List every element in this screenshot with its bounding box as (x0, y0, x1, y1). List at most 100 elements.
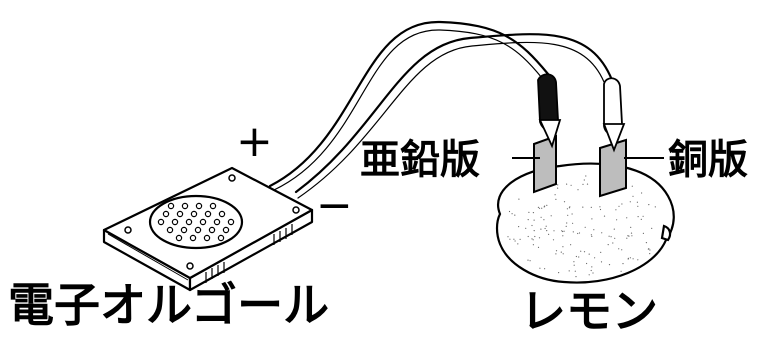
lemon-texture-dot (616, 219, 618, 221)
lemon-texture-dot (565, 225, 567, 227)
lemon-texture-dot (550, 215, 552, 217)
lemon-texture-dot (601, 232, 603, 234)
music-box-label: 電子オルゴール (8, 278, 330, 332)
lemon-texture-dot (649, 253, 651, 255)
lemon-texture-dot (532, 212, 535, 214)
lemon-texture-dot (648, 248, 650, 250)
lemon-texture-dot (572, 222, 574, 224)
lemon-texture-dot (632, 258, 634, 260)
lemon-texture-dot (591, 266, 593, 268)
lemon-texture-dot (563, 230, 565, 232)
lemon-texture-dot (562, 230, 564, 233)
lemon-texture-dot (626, 217, 628, 219)
lemon-texture-dot (584, 226, 586, 228)
lemon-texture-dot (599, 206, 601, 208)
speaker-hole (222, 226, 230, 234)
lemon-texture-dot (537, 206, 540, 208)
speaker-hole (194, 226, 202, 234)
lemon-texture-dot (614, 237, 616, 239)
speaker-hole (208, 226, 216, 234)
lemon-texture-dot (531, 238, 533, 240)
lemon-texture-dot (571, 213, 573, 215)
lemon-texture-dot (537, 246, 540, 248)
lemon-texture-dot (553, 230, 555, 232)
lemon-texture-dot (543, 219, 545, 221)
speaker-hole (185, 218, 193, 226)
lemon-texture-dot (518, 198, 520, 200)
speaker-hole (190, 210, 198, 218)
lemon-texture-dot (513, 238, 515, 240)
lemon-texture-dot (544, 227, 546, 230)
speaker-hole (203, 234, 211, 242)
lemon-texture-dot (573, 264, 575, 266)
black-clip-jaw (538, 119, 562, 149)
wire-to-copper (294, 33, 614, 194)
lemon-texture-dot (629, 257, 632, 259)
lemon-texture-dot (544, 268, 546, 270)
lemon-texture-dot (562, 246, 564, 248)
white-clip-jaw (602, 123, 626, 153)
speaker-hole (199, 218, 207, 226)
lemon-texture-dot (580, 250, 582, 252)
lemon-texture-dot (562, 253, 564, 255)
lemon-texture-dot (622, 263, 624, 265)
lemon-texture-dot (543, 206, 545, 208)
lemon-texture-dot (582, 183, 584, 185)
lemon-texture-dot (629, 201, 631, 203)
music-box (102, 166, 314, 292)
lemon-texture-dot (582, 206, 584, 208)
speaker-hole (157, 218, 165, 226)
lemon-texture-dot (527, 235, 529, 238)
lemon-texture-dot (570, 244, 572, 246)
lemon-texture-dot (578, 256, 580, 258)
lemon-texture-dot (618, 205, 620, 207)
lemon-texture-dot (608, 264, 611, 266)
wires (268, 20, 614, 199)
lemon-texture-dot (592, 272, 594, 274)
speaker-hole (167, 202, 175, 210)
lemon-texture-dot (514, 240, 516, 242)
lemon-texture-dot (654, 206, 656, 208)
speaker-hole (195, 202, 203, 210)
speaker-hole (181, 202, 189, 210)
lemon-texture-dot (514, 214, 516, 216)
lemon-texture-dot (640, 218, 642, 220)
lemon-texture-dot (572, 231, 574, 233)
speaker-hole (171, 218, 179, 226)
lemon-texture-dot (546, 204, 548, 206)
lemon-texture-dot (525, 227, 527, 229)
lemon-body (495, 162, 675, 284)
lemon-texture-dot (562, 235, 564, 237)
lemon-texture-dot (642, 232, 645, 234)
lemon-texture-dot (546, 230, 548, 232)
lemon-texture (507, 175, 656, 278)
lemon-texture-dot (540, 228, 542, 230)
lemon-texture-dot (517, 243, 519, 245)
lemon-texture-dot (539, 267, 541, 269)
lemon-texture-dot (590, 234, 593, 236)
lemon-texture-dot (577, 189, 579, 191)
lemon-texture-dot (641, 192, 643, 194)
lemon-texture-dot (561, 230, 563, 232)
lemon-texture-dot (583, 179, 585, 181)
speaker-hole (166, 226, 174, 234)
lemon-texture-dot (627, 235, 629, 237)
lemon-texture-dot (529, 260, 531, 262)
speaker-hole (162, 210, 170, 218)
lemon-texture-dot (645, 242, 648, 244)
lemon (495, 162, 675, 284)
lemon-texture-dot (593, 229, 595, 231)
lemon-texture-dot (586, 262, 588, 265)
lemon-texture-dot (532, 244, 535, 246)
lemon-texture-dot (628, 235, 630, 237)
speaker-hole (175, 234, 183, 242)
lemon-texture-dot (569, 206, 571, 208)
lemon-texture-dot (552, 239, 555, 241)
music-box-edge (107, 233, 189, 281)
lemon-texture-dot (642, 215, 644, 217)
lemon-texture-dot (631, 235, 633, 237)
lemon-texture-dot (533, 230, 535, 232)
lemon-texture-dot (528, 211, 530, 213)
lemon-texture-dot (557, 187, 559, 189)
